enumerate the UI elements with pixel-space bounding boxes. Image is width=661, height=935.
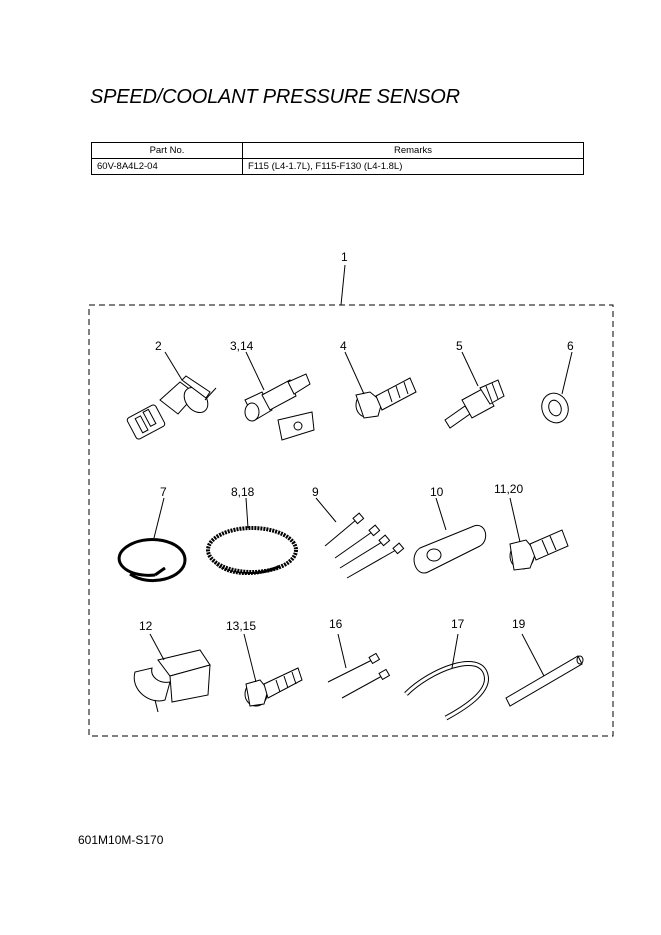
table-row: 60V-8A4L2-04 F115 (L4-1.7L), F115-F130 (… <box>91 158 584 175</box>
tapping-bolt-part <box>243 633 303 707</box>
callout-10: 10 <box>430 485 444 499</box>
leader-line-1 <box>340 264 346 306</box>
spring-wire-part <box>206 497 298 576</box>
adapter-part <box>244 351 315 441</box>
cell-remarks: F115 (L4-1.7L), F115-F130 (L4-1.8L) <box>242 158 584 175</box>
parts-table: Part No. Remarks 60V-8A4L2-04 F115 (L4-1… <box>91 142 584 175</box>
callout-6: 6 <box>567 339 574 353</box>
coiled-hose-part <box>117 497 187 583</box>
cable-ties-9-part <box>315 497 405 579</box>
page-code: 601M10M-S170 <box>78 833 164 847</box>
hose-fitting-part <box>444 351 505 429</box>
plate-part <box>413 497 487 574</box>
rod-part <box>505 633 584 707</box>
callout-2: 2 <box>155 339 162 353</box>
washer-part <box>541 351 573 424</box>
callout-5: 5 <box>456 339 463 353</box>
callout-1: 1 <box>341 250 348 264</box>
flange-bolt-part <box>344 351 417 419</box>
pressure-sensor-part <box>126 351 217 440</box>
callout-9: 9 <box>312 485 319 499</box>
callout-16: 16 <box>329 617 343 631</box>
clamp-part <box>133 633 211 713</box>
callout-17: 17 <box>451 617 465 631</box>
callout-11-20: 11,20 <box>494 482 523 496</box>
callout-7: 7 <box>160 485 167 499</box>
table-header-row: Part No. Remarks <box>91 142 584 159</box>
kit-boundary <box>88 304 614 737</box>
hose-17-part <box>404 633 489 721</box>
flange-bolt-11-part <box>509 497 569 571</box>
callout-12: 12 <box>139 619 153 633</box>
callout-13-15: 13,15 <box>226 619 256 633</box>
cable-ties-16-part <box>327 633 391 699</box>
callout-19: 19 <box>512 617 526 631</box>
callout-4: 4 <box>340 339 347 353</box>
callout-8-18: 8,18 <box>231 485 255 499</box>
callout-3-14: 3,14 <box>230 339 254 353</box>
page-title: SPEED/COOLANT PRESSURE SENSOR <box>90 86 460 108</box>
